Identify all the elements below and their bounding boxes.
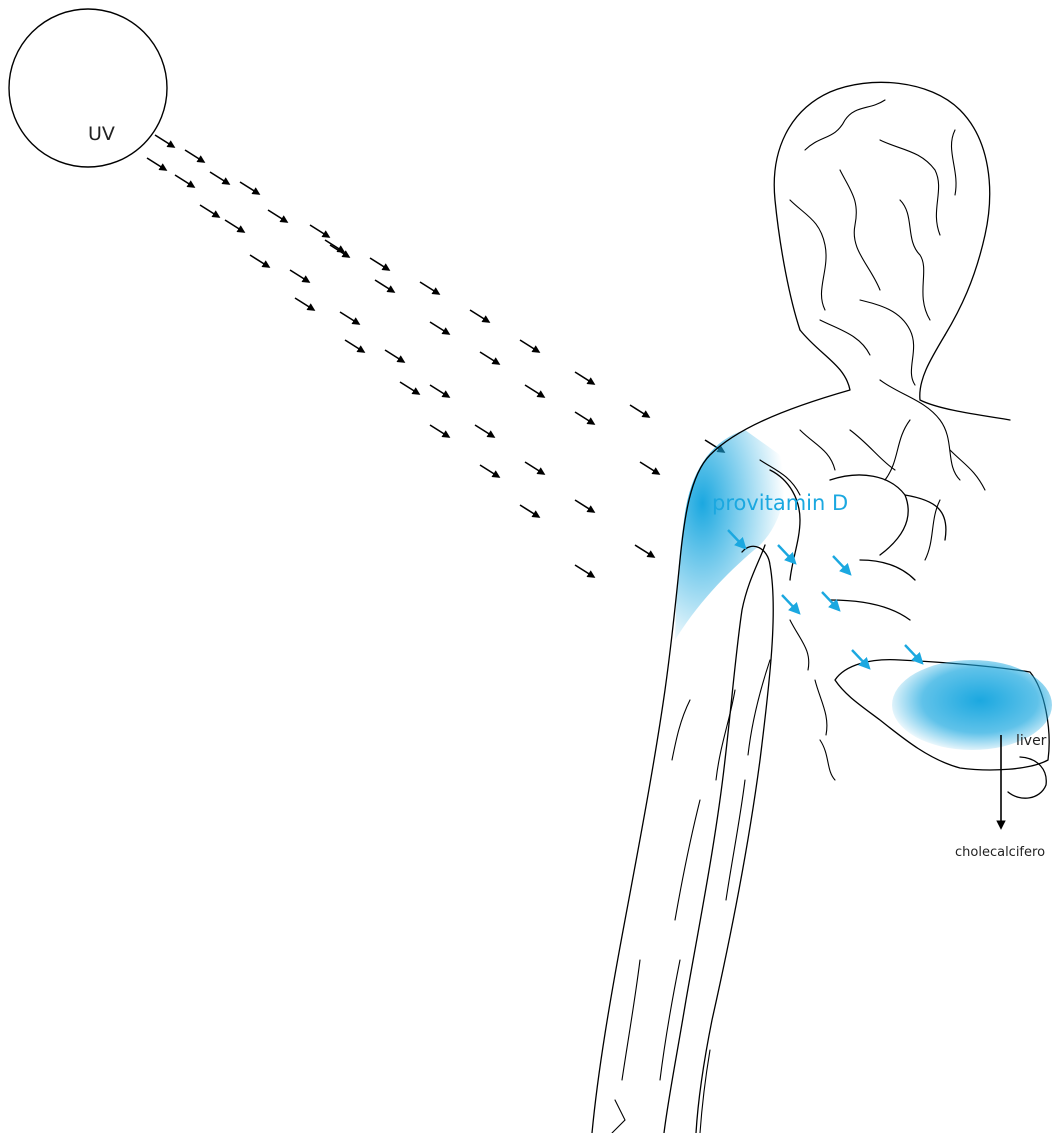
vein: [700, 1050, 710, 1133]
provitamin-arrow: [822, 592, 839, 610]
vein: [716, 690, 735, 780]
provitamin-diffusion-arrows: [728, 530, 922, 668]
uv-ray-arrow: [525, 462, 544, 474]
vein-network: [612, 100, 985, 1133]
uv-ray-arrow: [400, 382, 419, 394]
uv-ray-arrow: [635, 545, 654, 557]
uv-ray-arrow: [385, 350, 404, 362]
vein: [925, 500, 940, 560]
vein: [800, 430, 835, 470]
uv-ray-arrow: [640, 462, 659, 474]
uv-ray-arrow: [575, 565, 594, 577]
uv-ray-arrow: [525, 385, 544, 397]
provitamin-d-label: provitamin D: [712, 491, 848, 515]
uv-ray-arrow: [290, 270, 309, 282]
uv-ray-arrow: [430, 425, 449, 437]
liver-label: liver: [1016, 733, 1047, 749]
uv-ray-arrow: [420, 282, 439, 294]
vein: [612, 1100, 625, 1133]
uv-ray-arrow: [520, 505, 539, 517]
vein: [660, 960, 680, 1080]
vein: [850, 430, 895, 470]
uv-ray-arrow: [310, 225, 329, 237]
vein: [951, 130, 956, 195]
uv-ray-arrow: [430, 322, 449, 334]
uv-ray-arrow: [210, 172, 229, 184]
body-outline: [592, 82, 1049, 1133]
uv-ray-arrow: [345, 340, 364, 352]
uv-ray-arrow: [630, 405, 649, 417]
uv-ray-arrow: [147, 158, 166, 170]
uv-ray-arrow: [480, 352, 499, 364]
uv-ray-arrow: [250, 255, 269, 267]
uv-ray-arrow: [175, 175, 194, 187]
vein: [790, 620, 809, 670]
uv-ray-arrow: [575, 500, 594, 512]
uv-ray-arrow: [325, 240, 344, 252]
vein: [820, 320, 870, 355]
provitamin-arrow: [833, 556, 850, 574]
uv-ray-arrow: [470, 310, 489, 322]
uv-ray-arrow: [480, 465, 499, 477]
uv-ray-arrow: [475, 425, 494, 437]
uv-ray-arrow: [575, 412, 594, 424]
uv-sun: UV: [9, 9, 167, 167]
vein: [860, 300, 915, 385]
vein: [622, 960, 640, 1080]
uv-ray-arrow: [340, 312, 359, 324]
vein: [675, 800, 700, 920]
uv-ray-arrow: [225, 220, 244, 232]
vein: [950, 450, 985, 490]
uv-ray-arrow: [370, 258, 389, 270]
vein: [840, 170, 880, 290]
vein: [726, 780, 745, 900]
vein: [805, 100, 885, 150]
uv-ray-arrow: [430, 385, 449, 397]
uv-ray-arrows: [147, 135, 724, 577]
uv-ray-arrow: [268, 210, 287, 222]
uv-ray-arrow: [200, 205, 219, 217]
uv-ray-arrow: [295, 298, 314, 310]
cholecalciferol-label: cholecalcifero: [955, 845, 1045, 860]
uv-ray-arrow: [520, 340, 539, 352]
vein: [820, 740, 835, 780]
vein: [900, 200, 930, 320]
skin-synthesis-area: [675, 430, 785, 640]
uv-ray-arrow: [375, 280, 394, 292]
vein: [880, 140, 940, 235]
uv-ray-arrow: [155, 135, 174, 147]
vein: [672, 700, 690, 760]
uv-ray-arrow: [330, 245, 349, 257]
provitamin-arrow: [778, 545, 795, 563]
vein: [790, 200, 826, 310]
provitamin-arrow: [782, 595, 799, 613]
uv-ray-arrow: [240, 182, 259, 194]
uv-label: UV: [88, 123, 115, 145]
vein: [815, 680, 827, 735]
vein: [885, 420, 910, 480]
uv-ray-arrow: [185, 150, 204, 162]
uv-ray-arrow: [575, 372, 594, 384]
